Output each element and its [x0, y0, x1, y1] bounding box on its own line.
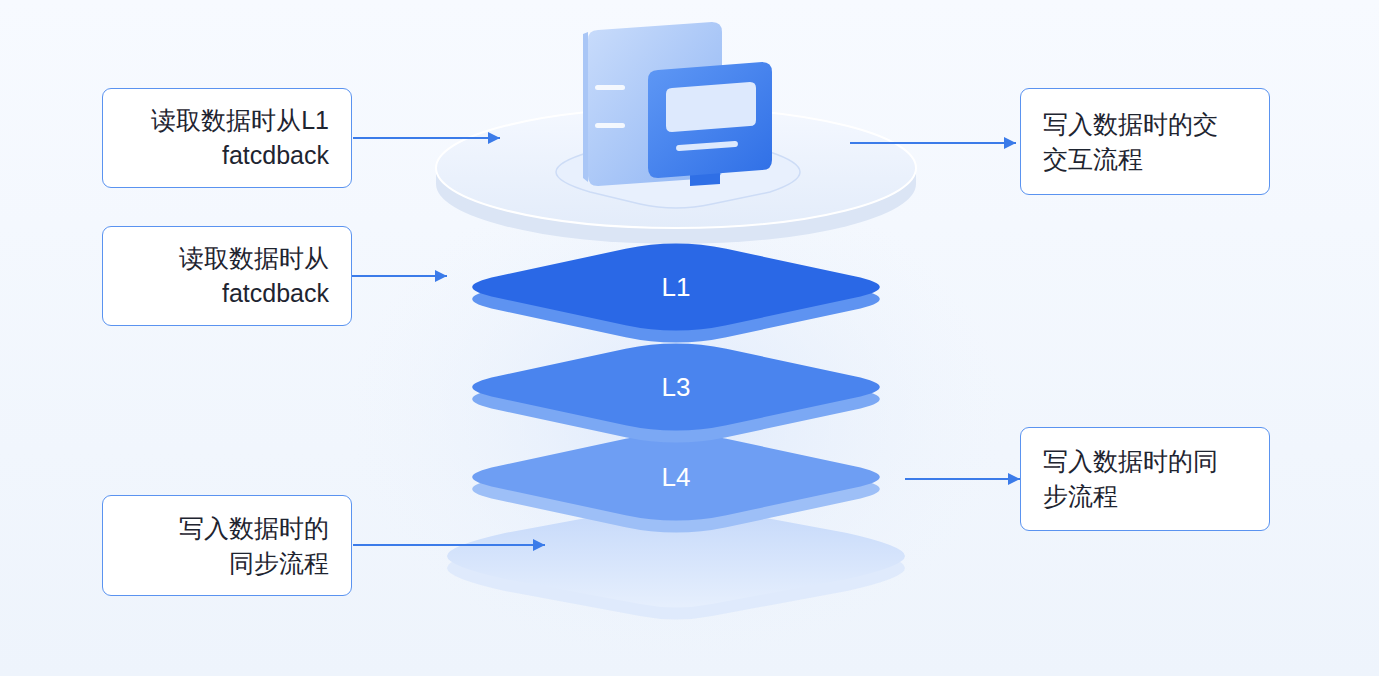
- storage-layer: L3: [447, 338, 905, 448]
- callout-text: 写入数据时的 同步流程: [161, 511, 329, 581]
- layer-label: L1: [662, 272, 691, 303]
- storage-layer: L4: [447, 428, 905, 538]
- callout-text: 写入数据时的交 交互流程: [1043, 107, 1247, 177]
- layer-label: L3: [662, 372, 691, 403]
- layer-face: [472, 343, 880, 430]
- layer-face: [472, 433, 880, 520]
- layer-face: [472, 243, 880, 330]
- callout-box: 写入数据时的同 步流程: [1020, 427, 1270, 531]
- callout-box: 写入数据时的交 交互流程: [1020, 88, 1270, 195]
- leader-arrow: [353, 137, 500, 139]
- callout-box: 读取数据时从L1 fatcdback: [102, 88, 352, 188]
- callout-box: 写入数据时的 同步流程: [102, 495, 352, 596]
- callout-text: 读取数据时从L1 fatcdback: [125, 103, 329, 173]
- leader-arrow: [353, 544, 545, 546]
- storage-layer: L1: [447, 238, 905, 348]
- connector-arrow: [352, 275, 447, 277]
- connector-arrow: [905, 478, 1020, 480]
- callout-text: 读取数据时从 fatcdback: [125, 241, 329, 311]
- callout-text: 写入数据时的同 步流程: [1043, 444, 1247, 514]
- layer-label: L4: [662, 462, 691, 493]
- layer-label-holder: L3: [447, 338, 905, 436]
- stack-glow: [346, 170, 1006, 670]
- leader-arrow: [850, 142, 1016, 144]
- layer-label-holder: L4: [447, 428, 905, 526]
- callout-box: 读取数据时从 fatcdback: [102, 226, 352, 326]
- server-computer-icon: [583, 22, 772, 186]
- layer-label-holder: L1: [447, 238, 905, 336]
